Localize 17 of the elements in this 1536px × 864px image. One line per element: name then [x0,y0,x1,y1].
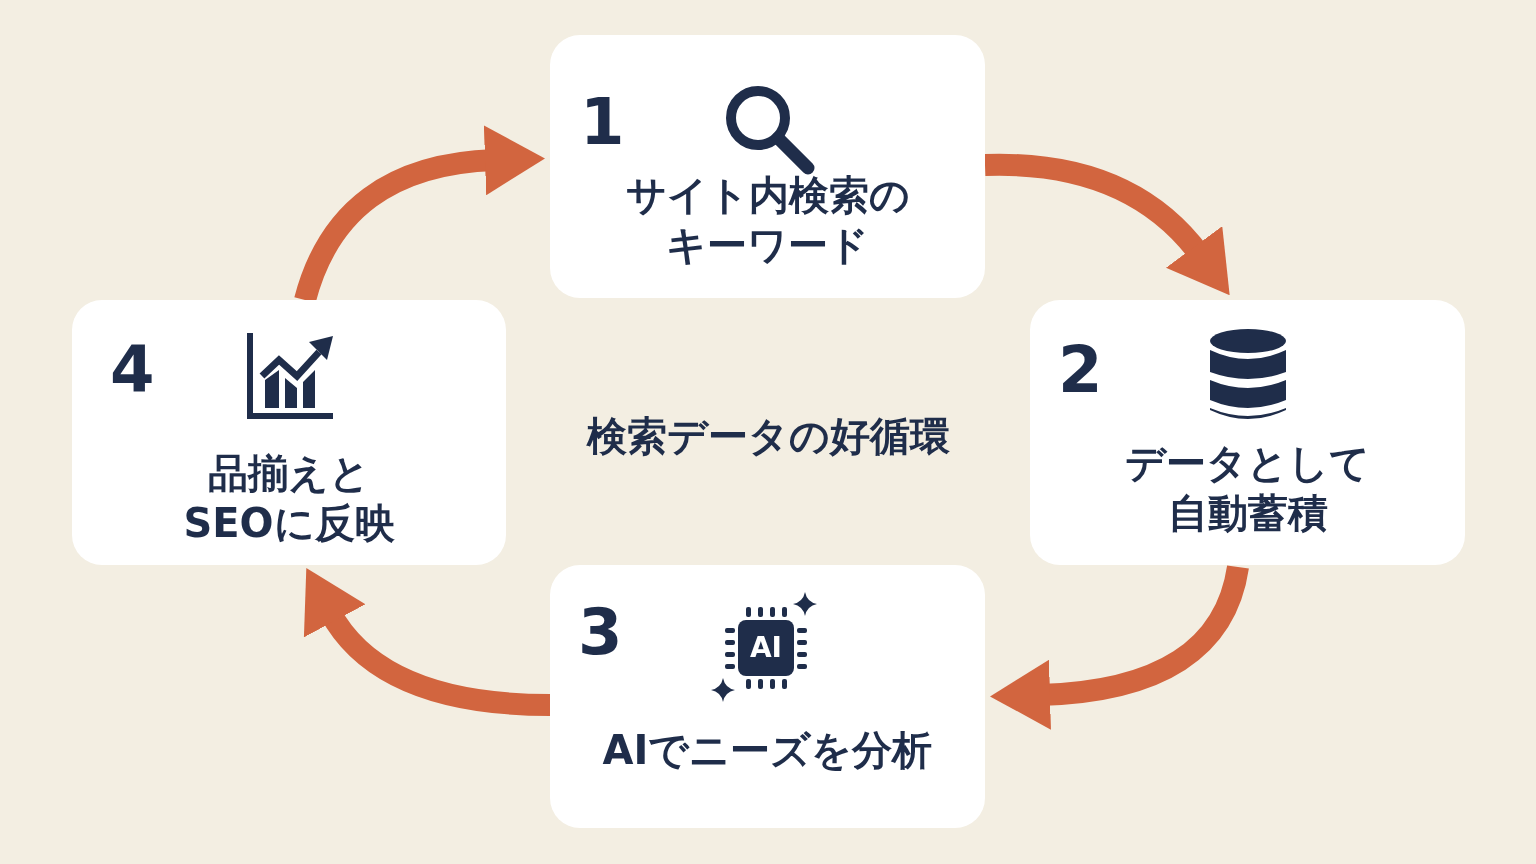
step-card [1030,300,1465,565]
center-title: 検索データの好循環 [586,416,950,456]
chip-label: AI [749,634,783,662]
step-card [550,35,985,298]
step-text: データとして自動蓄積 [1124,439,1371,538]
step-number: 2 [1058,338,1103,402]
step-number: 3 [578,600,623,664]
step-text: AIでニーズを分析 [601,726,934,775]
step-text: サイト内検索のキーワード [624,171,911,270]
step-text: 品揃えとSEOに反映 [182,449,396,548]
curved-arrow [990,564,1249,730]
step-card [72,300,506,565]
step-number: 1 [580,90,625,154]
curved-arrow [303,569,551,716]
step-number: 4 [110,338,155,402]
step-card [550,565,985,828]
curved-arrow [984,153,1232,294]
